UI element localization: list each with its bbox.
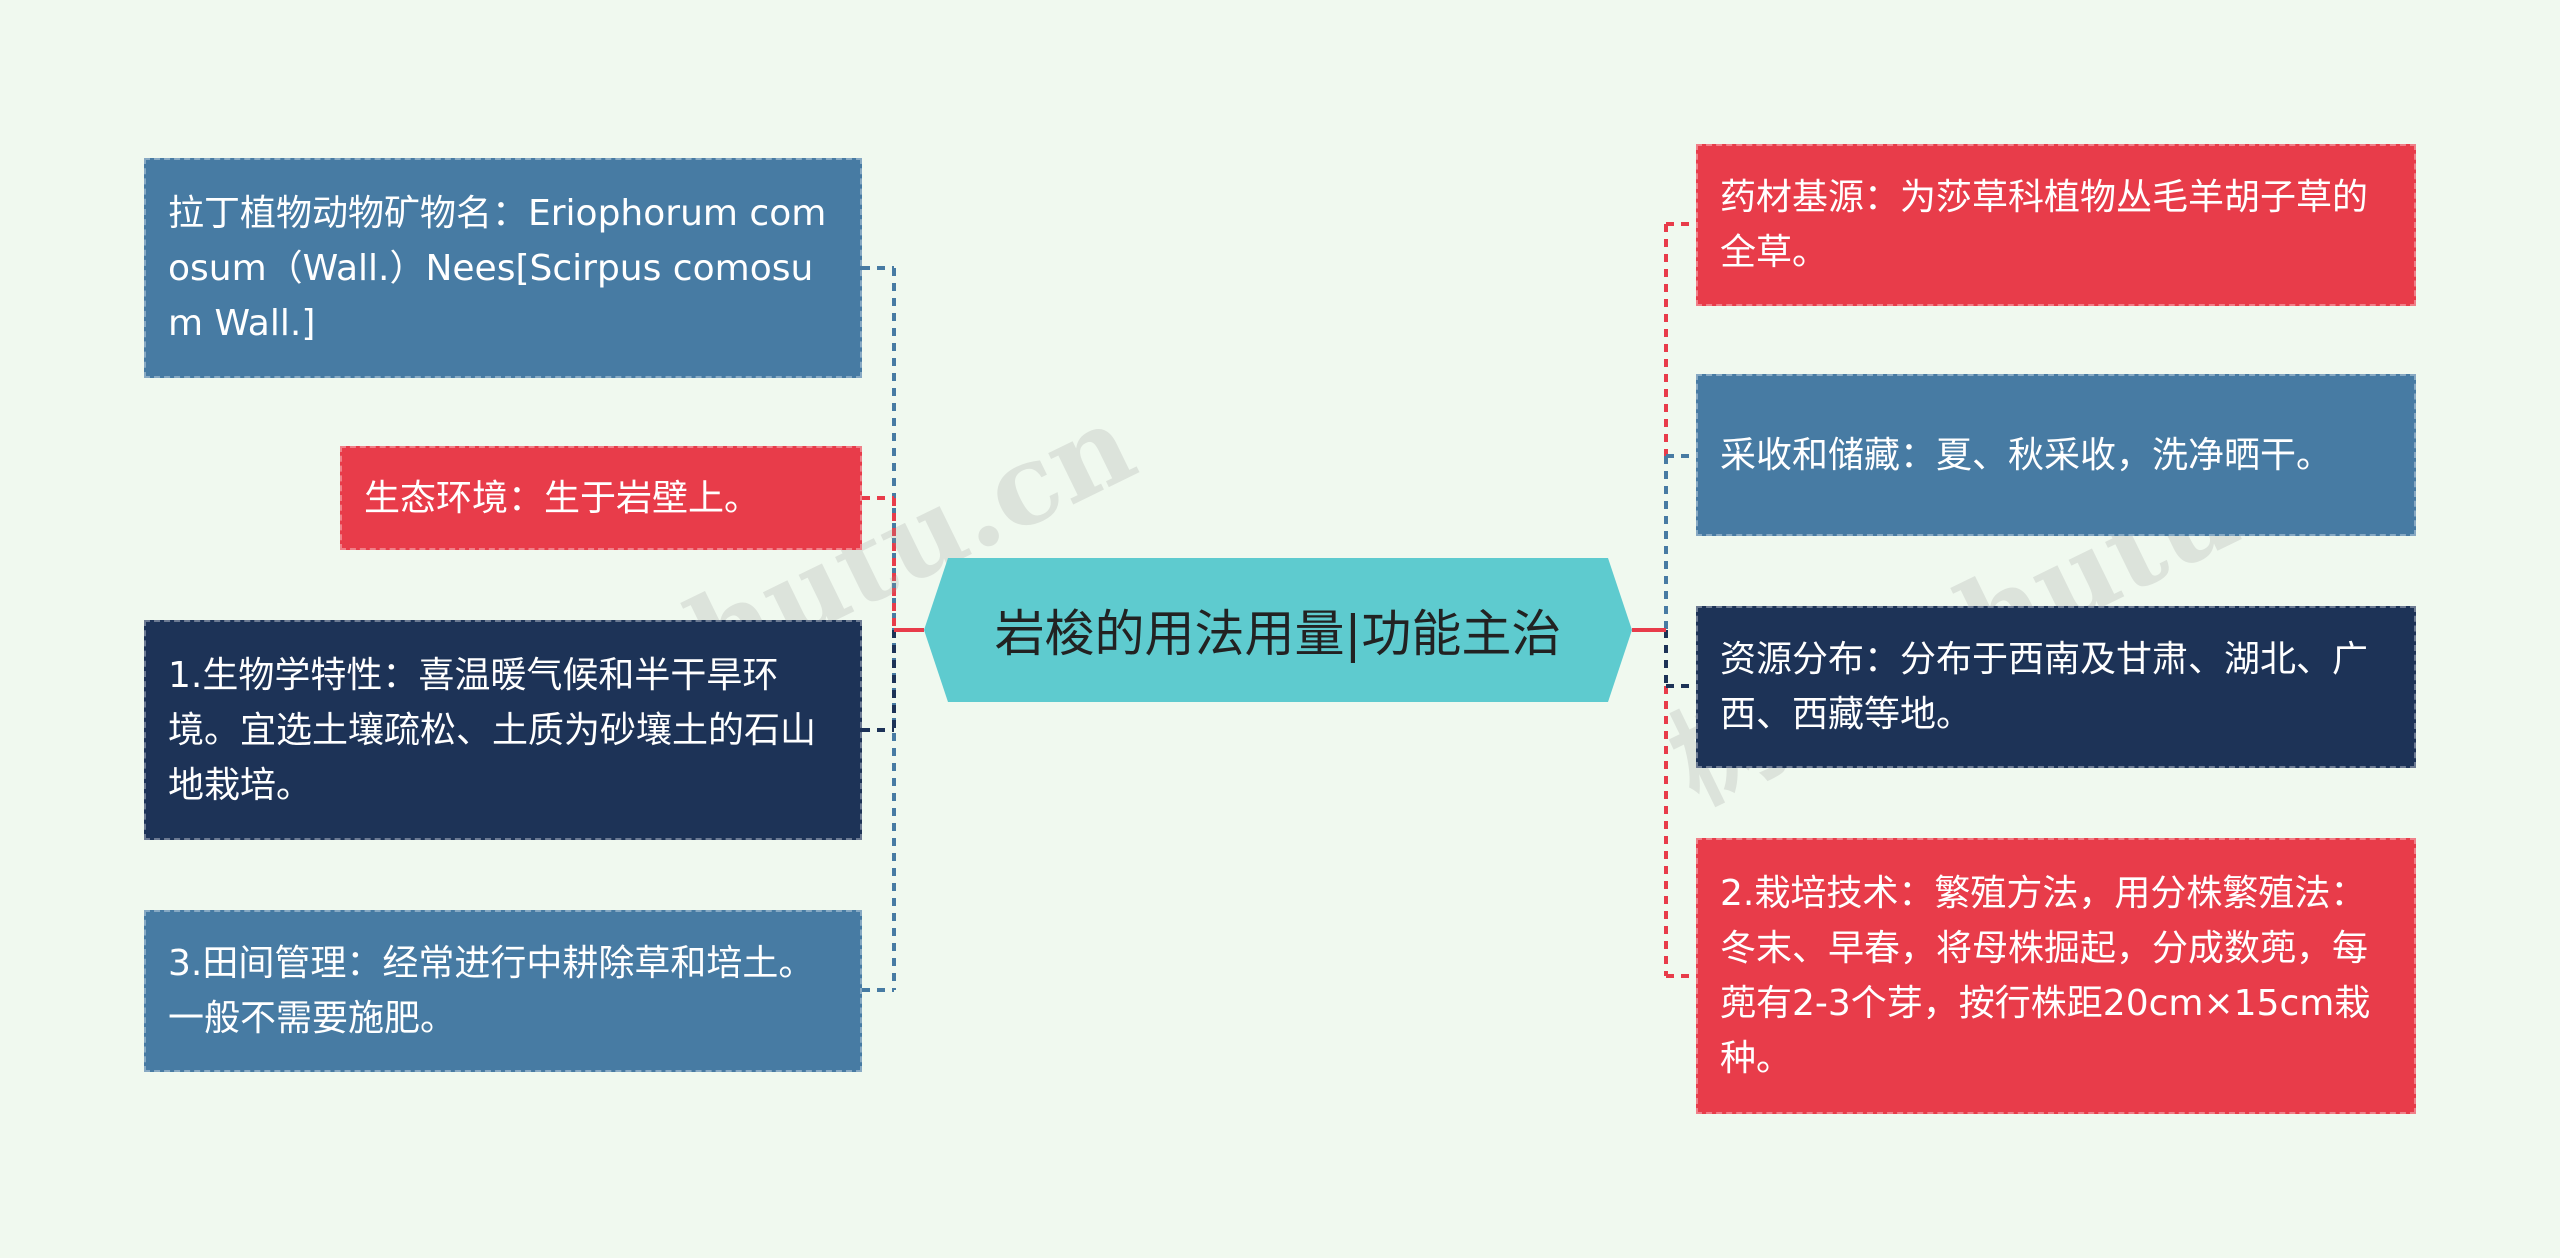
right-node-distribution-text: 资源分布：分布于西南及甘肃、湖北、广西、西藏等地。 xyxy=(1720,639,2369,735)
left-node-field-management-text: 3.田间管理：经常进行中耕除草和培土。一般不需要施肥。 xyxy=(168,943,815,1039)
central-topic-node[interactable]: 岩梭的用法用量|功能主治 xyxy=(924,558,1632,702)
right-node-cultivation[interactable]: 2.栽培技术：繁殖方法，用分株繁殖法：冬末、早春，将母株掘起，分成数蔸，每蔸有2… xyxy=(1696,838,2416,1114)
right-node-distribution[interactable]: 资源分布：分布于西南及甘肃、湖北、广西、西藏等地。 xyxy=(1696,606,2416,768)
left-node-latin-name-text: 拉丁植物动物矿物名：Eriophorum comosum（Wall.）Nees[… xyxy=(168,192,827,344)
left-node-habitat[interactable]: 生态环境：生于岩壁上。 xyxy=(340,446,862,550)
right-node-source[interactable]: 药材基源：为莎草科植物丛毛羊胡子草的全草。 xyxy=(1696,144,2416,306)
central-topic-label: 岩梭的用法用量|功能主治 xyxy=(994,605,1562,663)
right-node-cultivation-text: 2.栽培技术：繁殖方法，用分株繁殖法：冬末、早春，将母株掘起，分成数蔸，每蔸有2… xyxy=(1720,873,2371,1079)
left-node-biology-text: 1.生物学特性：喜温暖气候和半干旱环境。宜选土壤疏松、土质为砂壤土的石山地栽培。 xyxy=(168,654,817,806)
left-node-latin-name[interactable]: 拉丁植物动物矿物名：Eriophorum comosum（Wall.）Nees[… xyxy=(144,158,862,378)
left-node-biology[interactable]: 1.生物学特性：喜温暖气候和半干旱环境。宜选土壤疏松、土质为砂壤土的石山地栽培。 xyxy=(144,620,862,840)
left-node-field-management[interactable]: 3.田间管理：经常进行中耕除草和培土。一般不需要施肥。 xyxy=(144,910,862,1072)
left-node-habitat-text: 生态环境：生于岩壁上。 xyxy=(364,477,761,519)
right-node-harvest-text: 采收和储藏：夏、秋采收，洗净晒干。 xyxy=(1720,434,2333,476)
right-node-harvest[interactable]: 采收和储藏：夏、秋采收，洗净晒干。 xyxy=(1696,374,2416,536)
right-node-source-text: 药材基源：为莎草科植物丛毛羊胡子草的全草。 xyxy=(1720,177,2369,273)
